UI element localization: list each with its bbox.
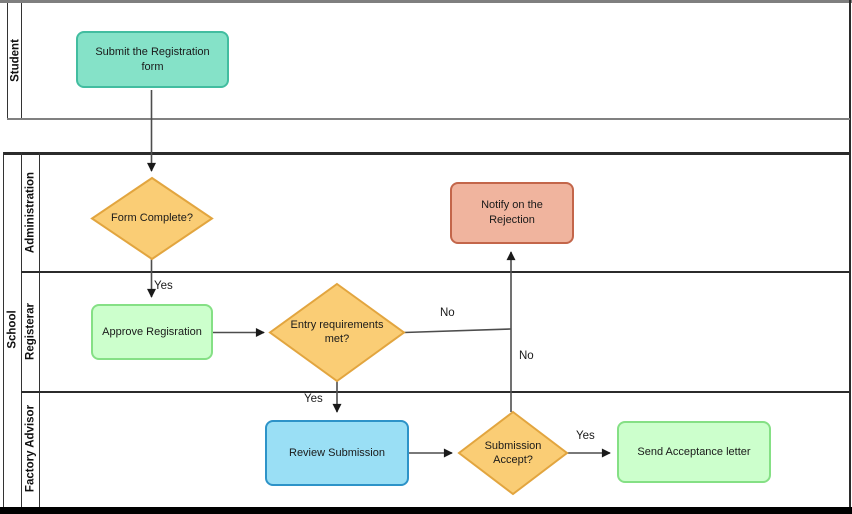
decision-submission-accept-label: Submission Accept? — [484, 439, 542, 466]
decision-entry-requirements-label: Entry requirements met? — [290, 318, 384, 345]
decision-form-complete-label: Form Complete? — [111, 211, 193, 224]
school-lane-label-divider — [39, 152, 40, 507]
decision-form-complete[interactable] — [90, 176, 214, 261]
lane-divider-administration-registerar — [21, 271, 850, 273]
node-send-acceptance-label: Send Acceptance letter — [637, 445, 751, 458]
edge-label-entry-no: No — [440, 307, 455, 319]
top-border — [0, 0, 852, 3]
decision-entry-requirements[interactable] — [268, 282, 406, 383]
bottom-border — [0, 507, 852, 514]
edge-label-form-complete-yes: Yes — [154, 280, 173, 292]
right-border — [849, 0, 851, 514]
node-approve-registration-label: Approve Regisration — [102, 325, 202, 338]
node-send-acceptance[interactable]: Send Acceptance letter — [617, 421, 771, 483]
node-notify-rejection[interactable]: Notify on the Rejection — [450, 182, 574, 244]
edge-label-submission-yes: Yes — [576, 430, 595, 442]
student-pool-left-border — [7, 3, 8, 118]
decision-submission-accept[interactable] — [457, 410, 569, 496]
edge-label-entry-yes: Yes — [304, 393, 323, 405]
node-submit-registration[interactable]: Submit the Registration form — [76, 31, 229, 88]
school-pool-left-border — [3, 152, 4, 507]
student-pool-bottom-border — [7, 118, 850, 120]
node-approve-registration[interactable]: Approve Regisration — [91, 304, 213, 360]
lane-divider-registerar-factory — [21, 391, 850, 393]
student-pool-label-divider — [21, 3, 22, 118]
node-notify-rejection-label: Notify on the Rejection — [481, 199, 543, 226]
node-review-submission-label: Review Submission — [289, 446, 385, 459]
edge-label-submission-no: No — [519, 350, 534, 362]
node-submit-registration-label: Submit the Registration form — [95, 45, 210, 73]
school-pool-label-divider — [21, 152, 22, 507]
node-review-submission[interactable]: Review Submission — [265, 420, 409, 486]
school-pool-top-border — [3, 152, 850, 155]
edge-entry-no — [403, 328, 512, 334]
